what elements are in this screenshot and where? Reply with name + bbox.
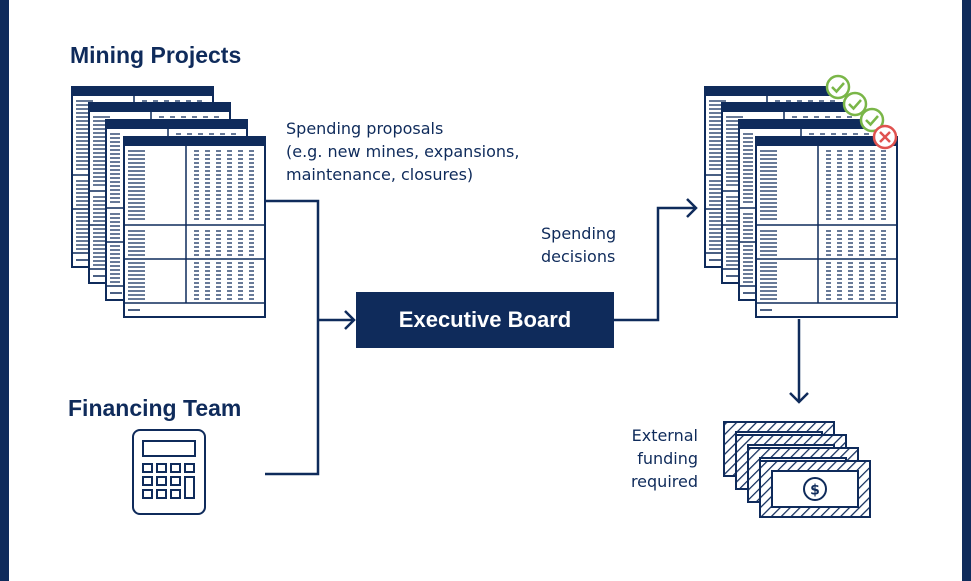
calculator-display xyxy=(142,440,196,457)
spreadsheet-page xyxy=(123,136,266,318)
spreadsheet-stack-icon xyxy=(704,86,898,318)
calculator-icon xyxy=(132,429,206,515)
financing-team-heading: Financing Team xyxy=(68,395,242,421)
into-board-arrowhead xyxy=(344,310,356,330)
banknote-stack-icon: $ xyxy=(723,421,871,518)
flow-connectors xyxy=(265,198,809,476)
mining-projects-heading: Mining Projects xyxy=(70,42,242,68)
check-circle-icon xyxy=(859,107,885,133)
funding-line-2: funding xyxy=(637,449,698,468)
spreadsheet-page xyxy=(755,136,898,318)
funding-caption: External funding required xyxy=(606,424,698,493)
spreadsheet-stack-icon xyxy=(71,86,266,318)
dollar-coin-icon xyxy=(803,477,827,501)
executive-board-box: Executive Board xyxy=(356,292,614,348)
funding-line-1: External xyxy=(631,426,698,445)
decisions-connector xyxy=(614,206,696,322)
proposals-connector xyxy=(265,199,320,476)
x-circle-icon xyxy=(872,124,898,150)
calculator-body xyxy=(132,429,206,515)
proposals-line-2: (e.g. new mines, expansions, xyxy=(286,142,520,161)
decisions-line-2: decisions xyxy=(541,247,616,266)
decisions-caption: Spending decisions xyxy=(541,222,616,268)
proposals-caption: Spending proposals (e.g. new mines, expa… xyxy=(286,117,519,186)
check-circle-icon xyxy=(842,91,868,117)
proposals-line-3: maintenance, closures) xyxy=(286,165,474,184)
decisions-arrowhead xyxy=(686,198,698,218)
dollar-symbol: $ xyxy=(810,483,820,499)
decisions-line-1: Spending xyxy=(541,224,617,243)
banknote-front: $ xyxy=(759,460,871,518)
check-circle-icon xyxy=(825,74,851,100)
executive-board-label: Executive Board xyxy=(398,307,572,332)
funding-line-3: required xyxy=(630,472,698,491)
calculator-keys xyxy=(142,463,195,499)
proposals-line-1: Spending proposals xyxy=(286,119,444,138)
funding-arrowhead xyxy=(789,392,809,404)
